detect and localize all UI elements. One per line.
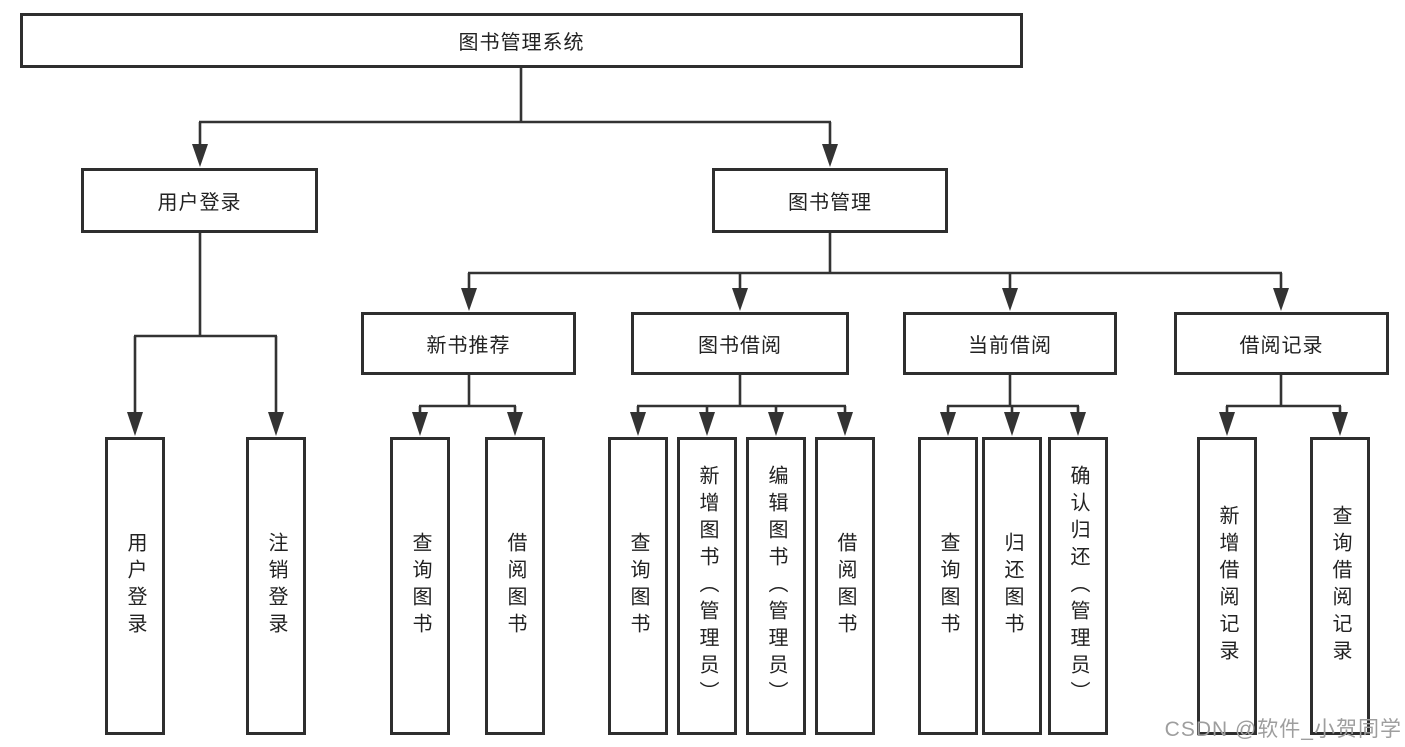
node-root: 图书管理系统 bbox=[20, 13, 1023, 68]
leaf-query-books-recommend: 查询图书 bbox=[390, 437, 450, 735]
leaf-query-books-borrow: 查询图书 bbox=[608, 437, 668, 735]
connector-book-management-to-level2 bbox=[461, 233, 1289, 311]
leaf-return-books: 归还图书 bbox=[982, 437, 1042, 735]
connector-book-borrow-to-leaves bbox=[630, 375, 853, 436]
node-borrow-records: 借阅记录 bbox=[1174, 312, 1389, 375]
leaf-borrow-books-recommend: 借阅图书 bbox=[485, 437, 545, 735]
leaf-logout: 注销登录 bbox=[246, 437, 306, 735]
connector-root-to-level1 bbox=[192, 68, 838, 167]
node-user-login: 用户登录 bbox=[81, 168, 318, 233]
leaf-query-books-current: 查询图书 bbox=[918, 437, 978, 735]
leaf-edit-books-admin: 编辑图书（管理员） bbox=[746, 437, 806, 735]
node-current-borrow: 当前借阅 bbox=[903, 312, 1117, 375]
leaf-user-login: 用户登录 bbox=[105, 437, 165, 735]
node-book-borrow: 图书借阅 bbox=[631, 312, 849, 375]
leaf-add-borrow-record: 新增借阅记录 bbox=[1197, 437, 1257, 735]
leaf-query-borrow-record: 查询借阅记录 bbox=[1310, 437, 1370, 735]
leaf-add-books-admin: 新增图书（管理员） bbox=[677, 437, 737, 735]
leaf-confirm-return-admin: 确认归还（管理员） bbox=[1048, 437, 1108, 735]
csdn-watermark: CSDN @软件_小贺同学 bbox=[1164, 718, 1402, 741]
node-book-management: 图书管理 bbox=[712, 168, 948, 233]
connector-new-book-recommend-to-leaves bbox=[412, 375, 523, 436]
node-new-book-recommend: 新书推荐 bbox=[361, 312, 576, 375]
leaf-borrow-books: 借阅图书 bbox=[815, 437, 875, 735]
connector-user-login-to-leaves bbox=[127, 233, 284, 436]
connector-borrow-records-to-leaves bbox=[1219, 375, 1348, 436]
connector-current-borrow-to-leaves bbox=[940, 375, 1086, 436]
